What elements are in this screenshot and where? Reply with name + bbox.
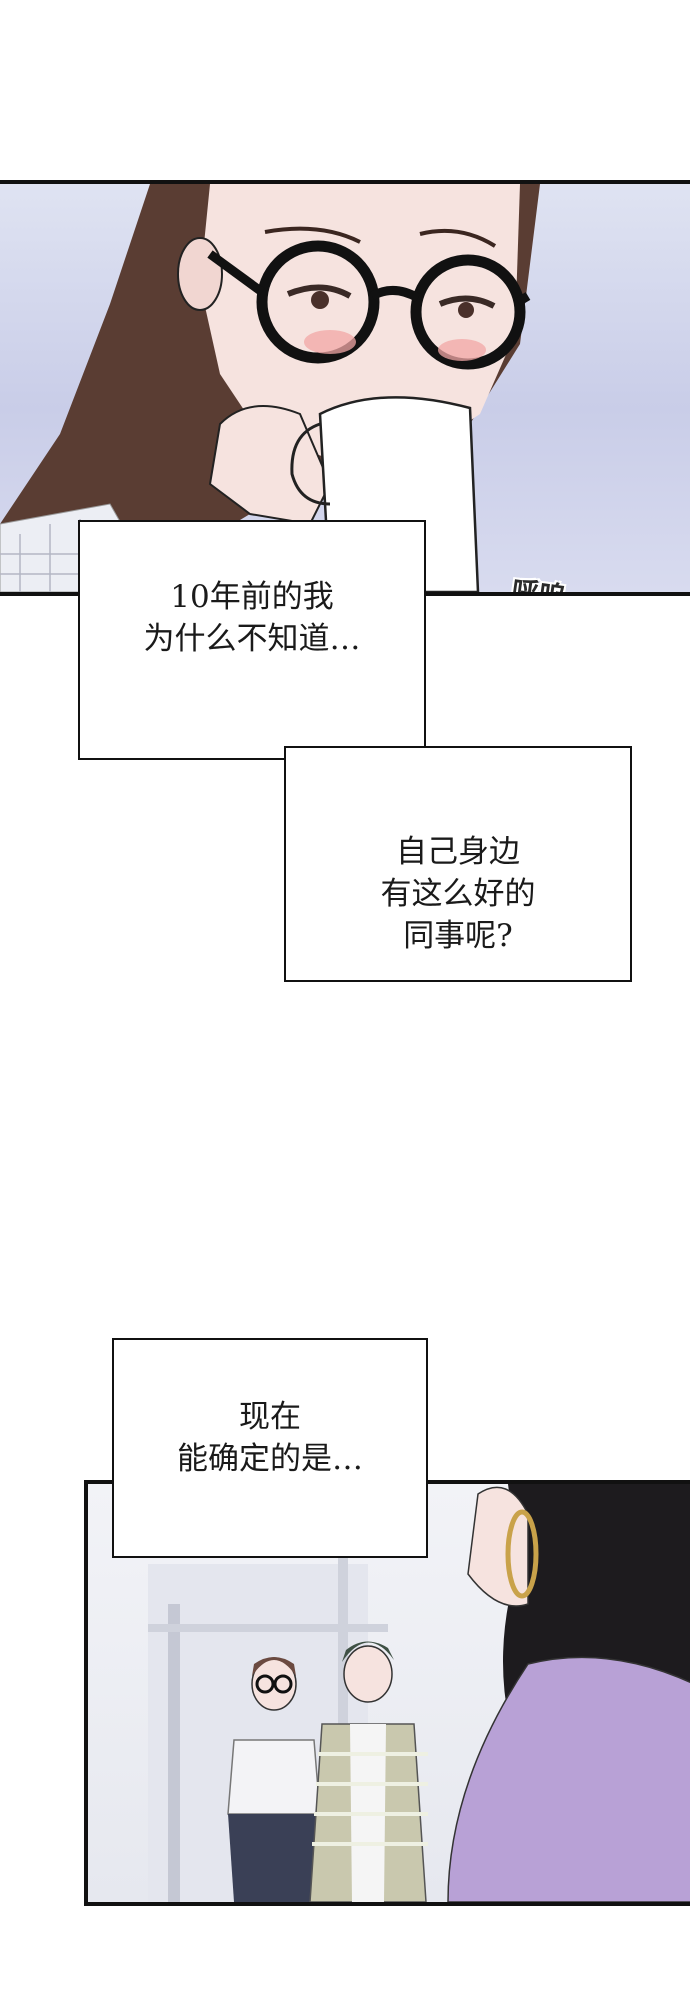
woman-drinking-illustration [0, 184, 540, 592]
office-coworkers-illustration [148, 1484, 690, 1902]
caption-text-1: 10年前的我 为什么不知道… [143, 579, 361, 657]
caption-box-3: 现在 能确定的是… [112, 1338, 428, 1558]
caption-seam [286, 748, 420, 754]
caption-text-2: 自己身边 有这么好的 同事呢? [380, 834, 536, 954]
caption-box-2: 自己身边 有这么好的 同事呢? [284, 746, 632, 982]
caption-box-1: 10年前的我 为什么不知道… [78, 520, 426, 760]
caption-text-3: 现在 能确定的是… [177, 1399, 363, 1477]
comic-panel-top: 呼呜 ⋮ [0, 180, 690, 596]
